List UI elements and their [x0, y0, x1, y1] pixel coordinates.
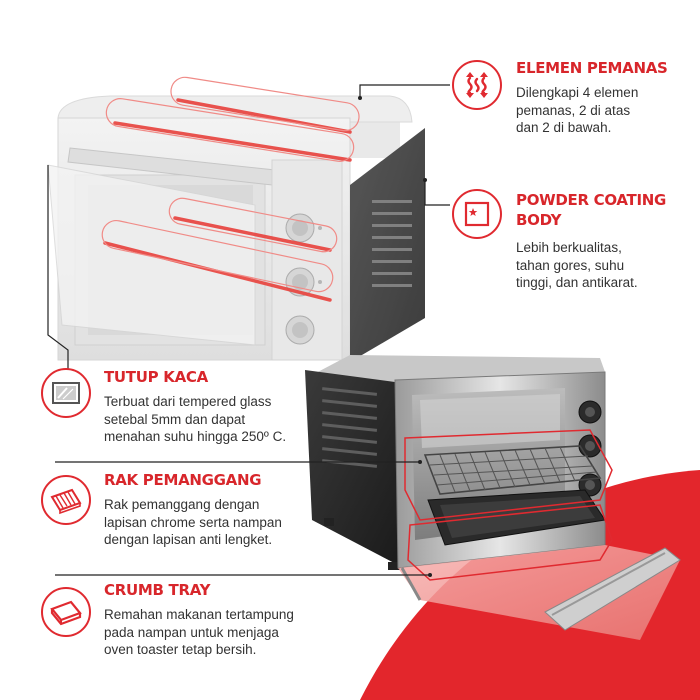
- bottom-oven-illustration: [305, 355, 681, 640]
- feature-title: ELEMEN PEMANAS: [516, 59, 668, 77]
- feature-description: Lebih berkualitas, tahan gores, suhu tin…: [516, 240, 638, 290]
- connector-lines: [47, 84, 450, 576]
- feature-glass-door: TUTUP KACA Terbuat dari tempered glass s…: [104, 367, 314, 446]
- feature-title: CRUMB TRAY: [104, 581, 211, 599]
- feature-description: Remahan makanan tertampung pada nampan u…: [104, 607, 294, 657]
- feature-heating-element: ELEMEN PEMANAS Dilengkapi 4 elemen peman…: [516, 58, 691, 137]
- feature-title: RAK PEMANGGANG: [104, 471, 262, 489]
- feature-description: Terbuat dari tempered glass setebal 5mm …: [104, 394, 287, 444]
- powder-coating-icon: [452, 189, 502, 239]
- feature-description: Rak pemanggang dengan lapisan chrome ser…: [104, 497, 282, 547]
- glass-door-icon: [41, 368, 91, 418]
- feature-powder-coating: POWDER COATING BODY Lebih berkualitas, t…: [516, 190, 696, 292]
- feature-grill-rack: RAK PEMANGGANG Rak pemanggang dengan lap…: [104, 470, 314, 549]
- feature-crumb-tray: CRUMB TRAY Remahan makanan tertampung pa…: [104, 580, 324, 659]
- feature-description: Dilengkapi 4 elemen pemanas, 2 di atas d…: [516, 85, 639, 135]
- heating-elements: [103, 98, 352, 302]
- crumb-tray-icon: [41, 587, 91, 637]
- feature-title: POWDER COATING BODY: [516, 191, 667, 229]
- top-oven-illustration: [47, 95, 425, 362]
- grill-rack-icon: [41, 475, 91, 525]
- heating-element-icon: [452, 60, 502, 110]
- rack-highlight-outline: [404, 429, 613, 581]
- feature-title: TUTUP KACA: [104, 368, 208, 386]
